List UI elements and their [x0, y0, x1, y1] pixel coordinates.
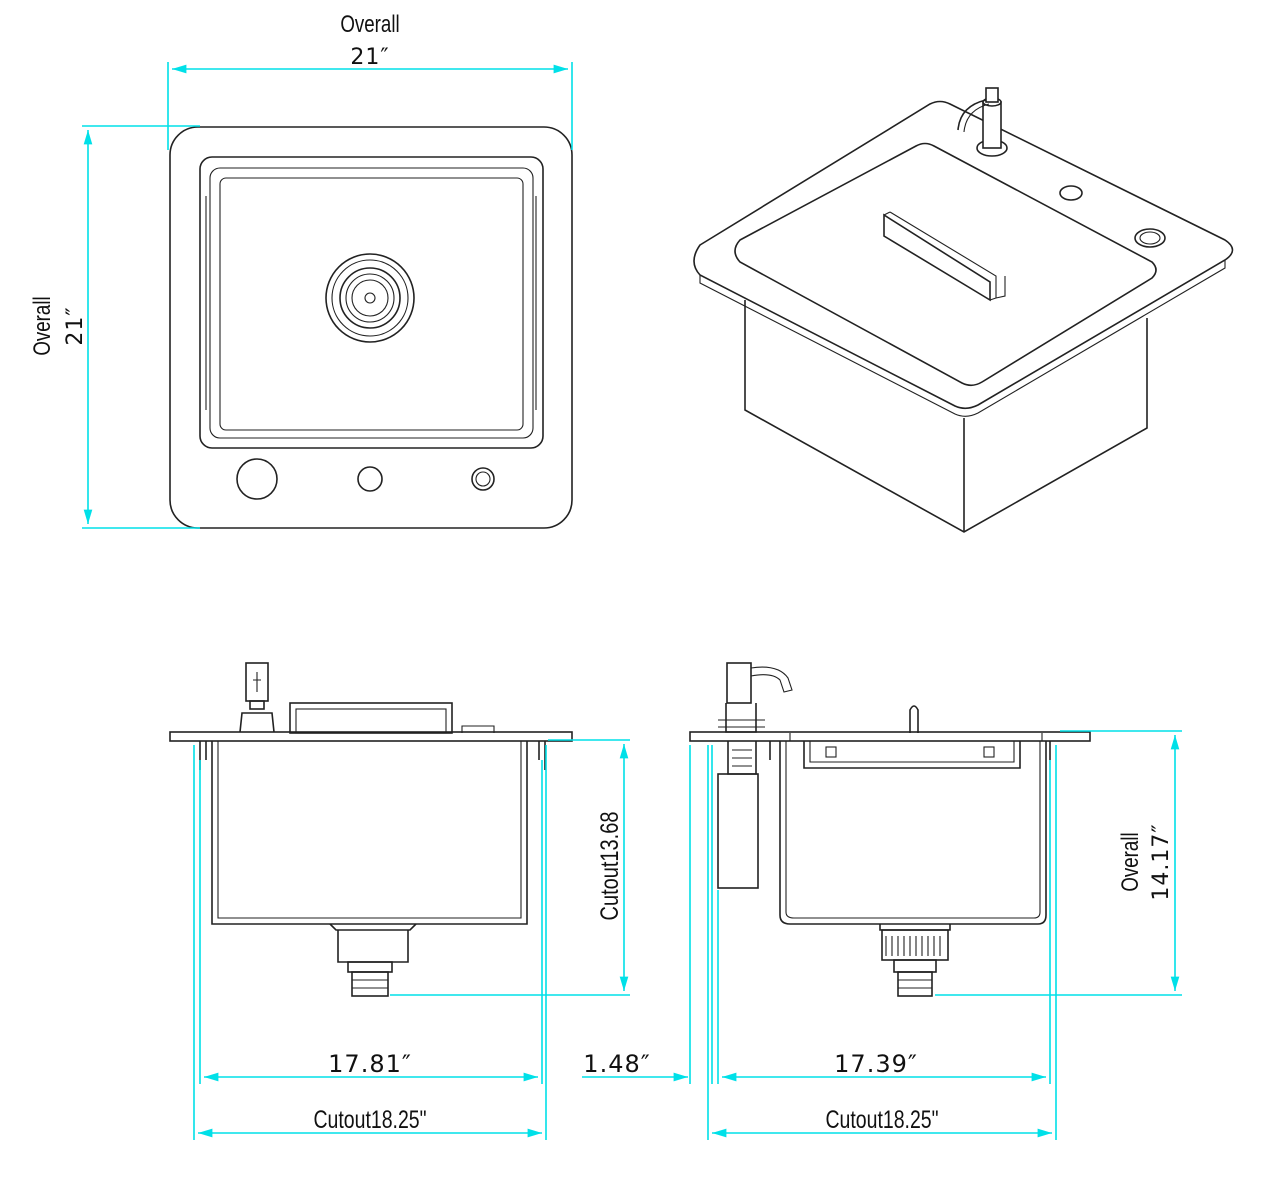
iso-rim	[693, 100, 1234, 410]
soap-dispenser-icon	[957, 87, 1008, 157]
top-height-value: 21″	[63, 306, 88, 345]
front-cutout-width-value: Cutout18.25"	[313, 1106, 426, 1134]
front-soap-dispenser-icon	[239, 662, 275, 733]
side-view: 17.39″ Cutout18.25" Overall 14.17″	[689, 662, 1182, 1140]
iso-hole-icon	[1134, 228, 1166, 248]
front-drain-icon	[329, 923, 417, 997]
front-bowl-width-value: 17.81″	[328, 1050, 412, 1078]
side-bowl	[779, 741, 1047, 925]
soap-hole-icon	[471, 467, 495, 491]
iso-hole-icon	[1059, 185, 1083, 201]
handle-icon	[883, 211, 1006, 302]
top-height-label: Overall	[29, 296, 56, 355]
accessory-hole-icon	[357, 466, 383, 492]
top-width-value: 21″	[350, 45, 389, 70]
flange-dimension: 1.48″	[582, 745, 713, 1084]
front-flange	[169, 731, 573, 742]
top-width-label: Overall	[340, 11, 399, 38]
iso-cover	[734, 142, 1157, 387]
front-view: Cutout13.68 17.81″ Cutout18.25"	[169, 662, 630, 1140]
side-cutout-width-value: Cutout18.25"	[825, 1106, 938, 1134]
side-soap-dispenser-icon	[717, 662, 793, 889]
side-bowl-width-value: 17.39″	[834, 1050, 918, 1078]
flange-width-value: 1.48″	[583, 1050, 650, 1078]
side-overall-height-label: Overall	[1117, 832, 1144, 891]
isometric-view	[693, 87, 1234, 533]
sink-bowl-inner	[209, 167, 534, 439]
sink-outer-rim	[169, 126, 573, 529]
side-flange	[689, 731, 1091, 742]
side-drain-icon	[879, 924, 951, 997]
front-bowl	[211, 741, 528, 925]
side-overall-height-value: 14.17″	[1149, 823, 1174, 900]
top-view: Overall 21″ Overall 21″	[29, 11, 573, 529]
sink-bowl-outer	[199, 156, 544, 449]
faucet-hole-icon	[236, 458, 278, 500]
front-cutout-height-value: Cutout13.68	[596, 812, 624, 921]
drain-icon	[325, 253, 415, 343]
